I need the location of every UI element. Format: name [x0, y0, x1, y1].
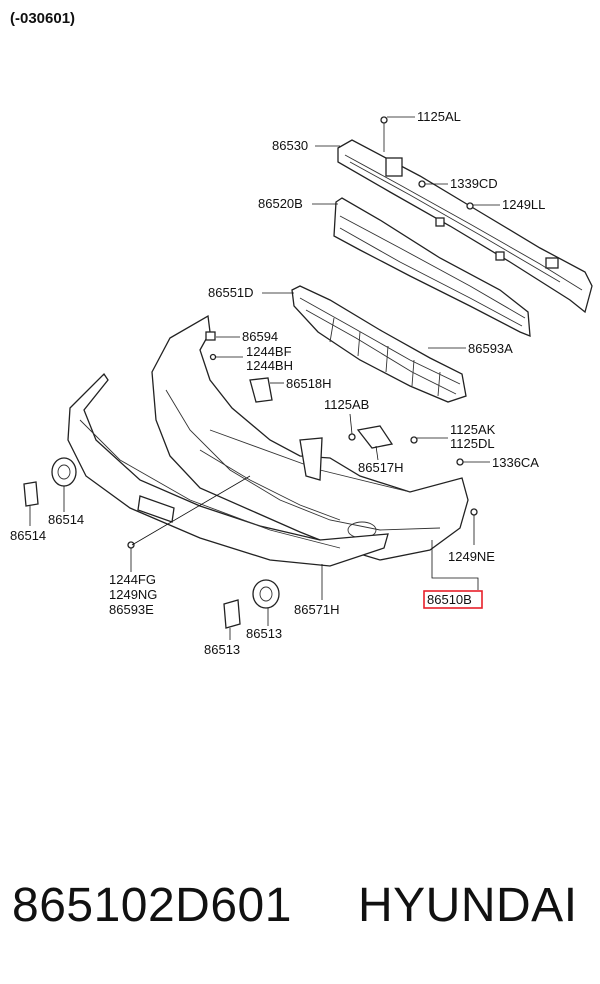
- lower-grille: [291, 285, 467, 403]
- callout-1244BH: 1244BH: [246, 358, 293, 373]
- callout-1339CD: 1339CD: [450, 176, 498, 191]
- callout-86571H: 86571H: [294, 602, 340, 617]
- callout-1244BF: 1244BF: [246, 344, 292, 359]
- callout-1249NG: 1249NG: [109, 587, 157, 602]
- callout-labels: 1125AL 86530 1339CD 86520B 1249LL 86551D…: [10, 109, 545, 657]
- small-fasteners: [127, 116, 478, 549]
- callout-86517H: 86517H: [358, 460, 404, 475]
- header-note: (-030601): [10, 10, 76, 27]
- callout-86530: 86530: [272, 138, 308, 153]
- callout-86518H: 86518H: [286, 376, 332, 391]
- lower-lip: [67, 372, 389, 567]
- highlight-box: [423, 590, 483, 609]
- bumper-beam: [337, 139, 593, 314]
- callout-86594: 86594: [242, 329, 278, 344]
- energy-absorber: [333, 197, 531, 337]
- callout-86510B: 86510B: [427, 592, 472, 607]
- bumper-cover: [151, 314, 469, 561]
- callout-1249LL: 1249LL: [502, 197, 545, 212]
- fog-lamp-parts: [23, 457, 280, 629]
- callout-1249NE: 1249NE: [448, 549, 495, 564]
- callout-1244FG: 1244FG: [109, 572, 156, 587]
- callout-86513-right: 86513: [246, 626, 282, 641]
- callout-1125DL: 1125DL: [450, 436, 495, 451]
- callout-1125AB: 1125AB: [324, 397, 369, 412]
- leader-lines: [29, 116, 500, 640]
- callout-86593E: 86593E: [109, 602, 154, 617]
- callout-86514-lower: 86514: [10, 528, 46, 543]
- callout-86520B: 86520B: [258, 196, 303, 211]
- callout-1125AL: 1125AL: [417, 109, 461, 124]
- callout-1336CA: 1336CA: [492, 455, 539, 470]
- callout-86514-upper: 86514: [48, 512, 84, 527]
- callout-86593A: 86593A: [468, 341, 513, 356]
- part-number: 865102D601: [12, 879, 292, 932]
- brand-name: HYUNDAI: [358, 879, 578, 932]
- callout-86551D: 86551D: [208, 285, 254, 300]
- callout-86513-left: 86513: [204, 642, 240, 657]
- callout-1125AK: 1125AK: [450, 422, 496, 437]
